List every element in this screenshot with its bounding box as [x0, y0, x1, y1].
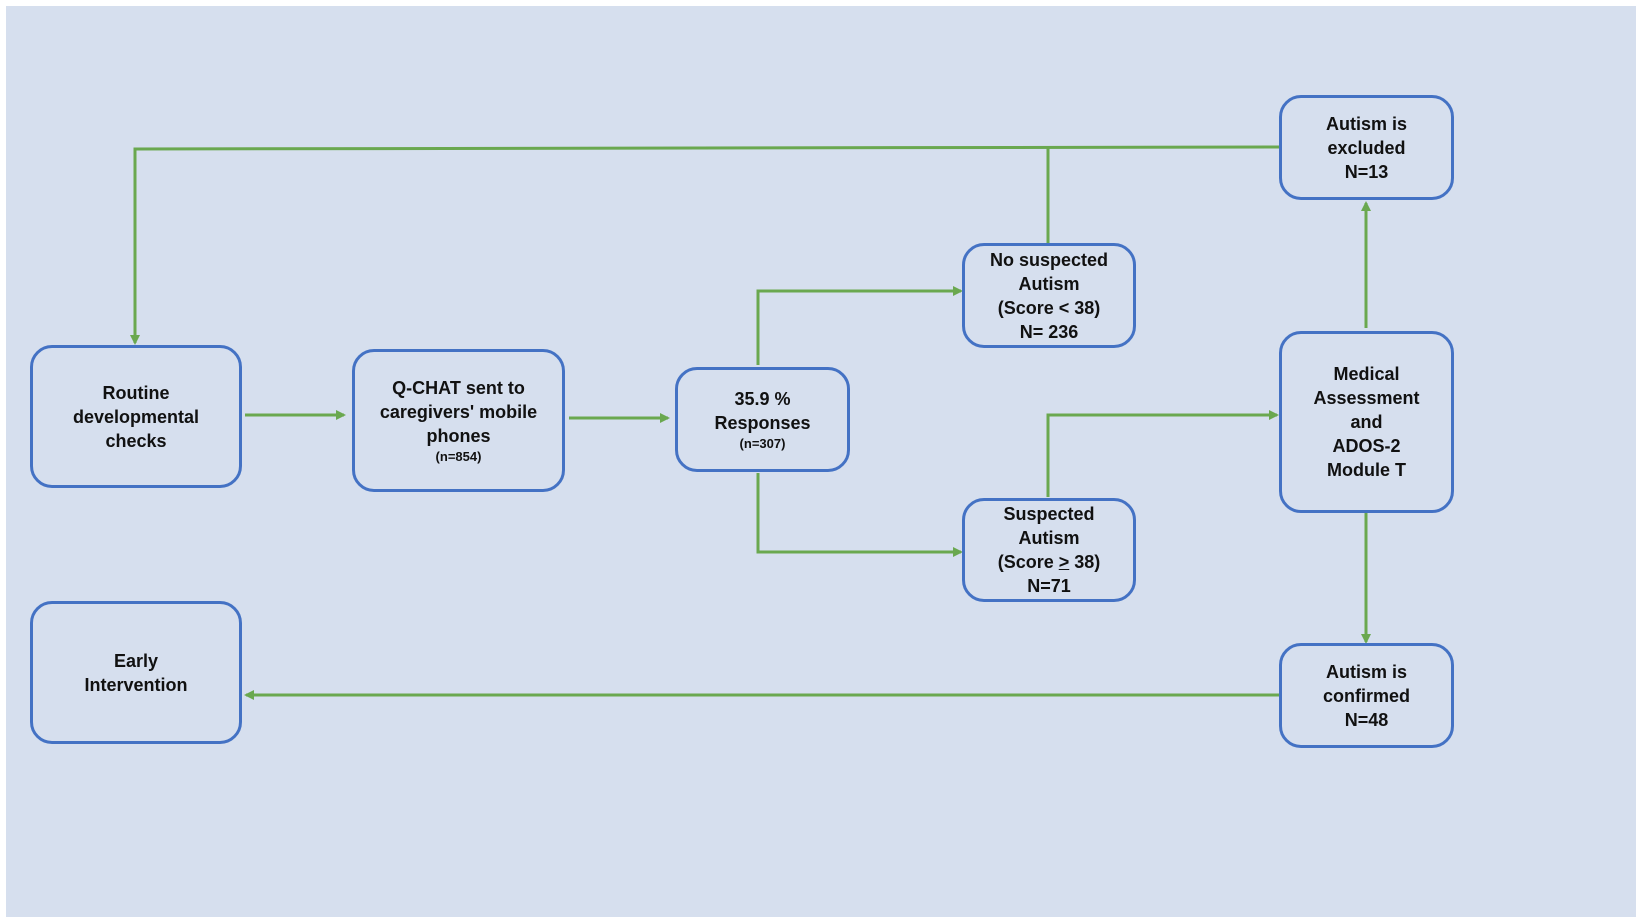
no-suspected-autism-box: No suspected Autism (Score < 38) N= 236: [962, 243, 1136, 348]
confirmed-line-3: N=48: [1344, 709, 1389, 730]
suspected-line-1: Suspected: [1003, 504, 1095, 524]
no-suspected-line-1: No suspected: [989, 249, 1109, 270]
suspected-score-symbol: >: [1058, 552, 1070, 572]
qchat-line-2: caregivers' mobile: [379, 401, 538, 422]
assessment-line-1: Medical: [1333, 364, 1400, 384]
autism-excluded-box: Autism is excluded N=13: [1279, 95, 1454, 200]
confirmed-line-1: Autism is: [1325, 661, 1408, 682]
assessment-line-5: Module T: [1327, 460, 1406, 480]
arrow-responses-to-no-suspected: [756, 286, 963, 365]
responses-line-1: 35.9 %: [734, 388, 791, 409]
medical-assessment-box: Medical Assessment and ADOS-2 Module T: [1279, 331, 1454, 513]
responses-line-2: Responses: [714, 412, 811, 433]
autism-confirmed-box: Autism is confirmed N=48: [1279, 643, 1454, 748]
no-suspected-line-4: N= 236: [1019, 321, 1079, 342]
assessment-line-2: Assessment: [1313, 388, 1420, 408]
early-intervention-line-1: Early: [113, 650, 159, 671]
arrow-suspected-to-assessment: [1046, 410, 1279, 497]
qchat-line-1: Q-CHAT sent to: [392, 377, 525, 398]
qchat-count: (n=854): [435, 448, 482, 464]
responses-count: (n=307): [739, 435, 786, 451]
early-intervention-line-2: Intervention: [84, 674, 188, 695]
no-suspected-line-3: (Score < 38): [997, 297, 1101, 318]
excluded-line-2: excluded: [1327, 137, 1406, 158]
excluded-line-1: Autism is: [1325, 113, 1408, 134]
confirmed-line-2: confirmed: [1322, 685, 1410, 706]
flowchart-canvas: Routine developmental checks Q-CHAT sent…: [6, 6, 1636, 917]
suspected-line-3: (Score > 38): [998, 550, 1101, 574]
assessment-line-3: and: [1350, 412, 1383, 432]
arrow-excluded-to-routine: [130, 145, 1280, 345]
suspected-score-suffix: 38): [1069, 552, 1101, 572]
assessment-line-4: ADOS-2: [1332, 436, 1401, 456]
routine-checks-line-1: Routine: [102, 382, 170, 403]
routine-checks-line-3: checks: [105, 430, 167, 451]
suspected-line-2: Autism: [1018, 528, 1080, 548]
responses-box: 35.9 % Responses (n=307): [675, 367, 850, 472]
connector-layer: [130, 145, 1371, 700]
qchat-line-3: phones: [426, 425, 491, 446]
arrow-responses-to-suspected: [756, 473, 963, 557]
suspected-autism-box: Suspected Autism (Score > 38) N=71: [962, 498, 1136, 602]
routine-checks-line-2: developmental: [72, 406, 200, 427]
qchat-box: Q-CHAT sent to caregivers' mobile phones…: [352, 349, 565, 492]
no-suspected-line-2: Autism: [1018, 273, 1080, 294]
excluded-line-3: N=13: [1344, 161, 1389, 182]
suspected-line-4: N=71: [1027, 576, 1071, 596]
early-intervention-box: Early Intervention: [30, 601, 242, 744]
routine-checks-box: Routine developmental checks: [30, 345, 242, 488]
suspected-score-prefix: (Score: [997, 552, 1059, 572]
